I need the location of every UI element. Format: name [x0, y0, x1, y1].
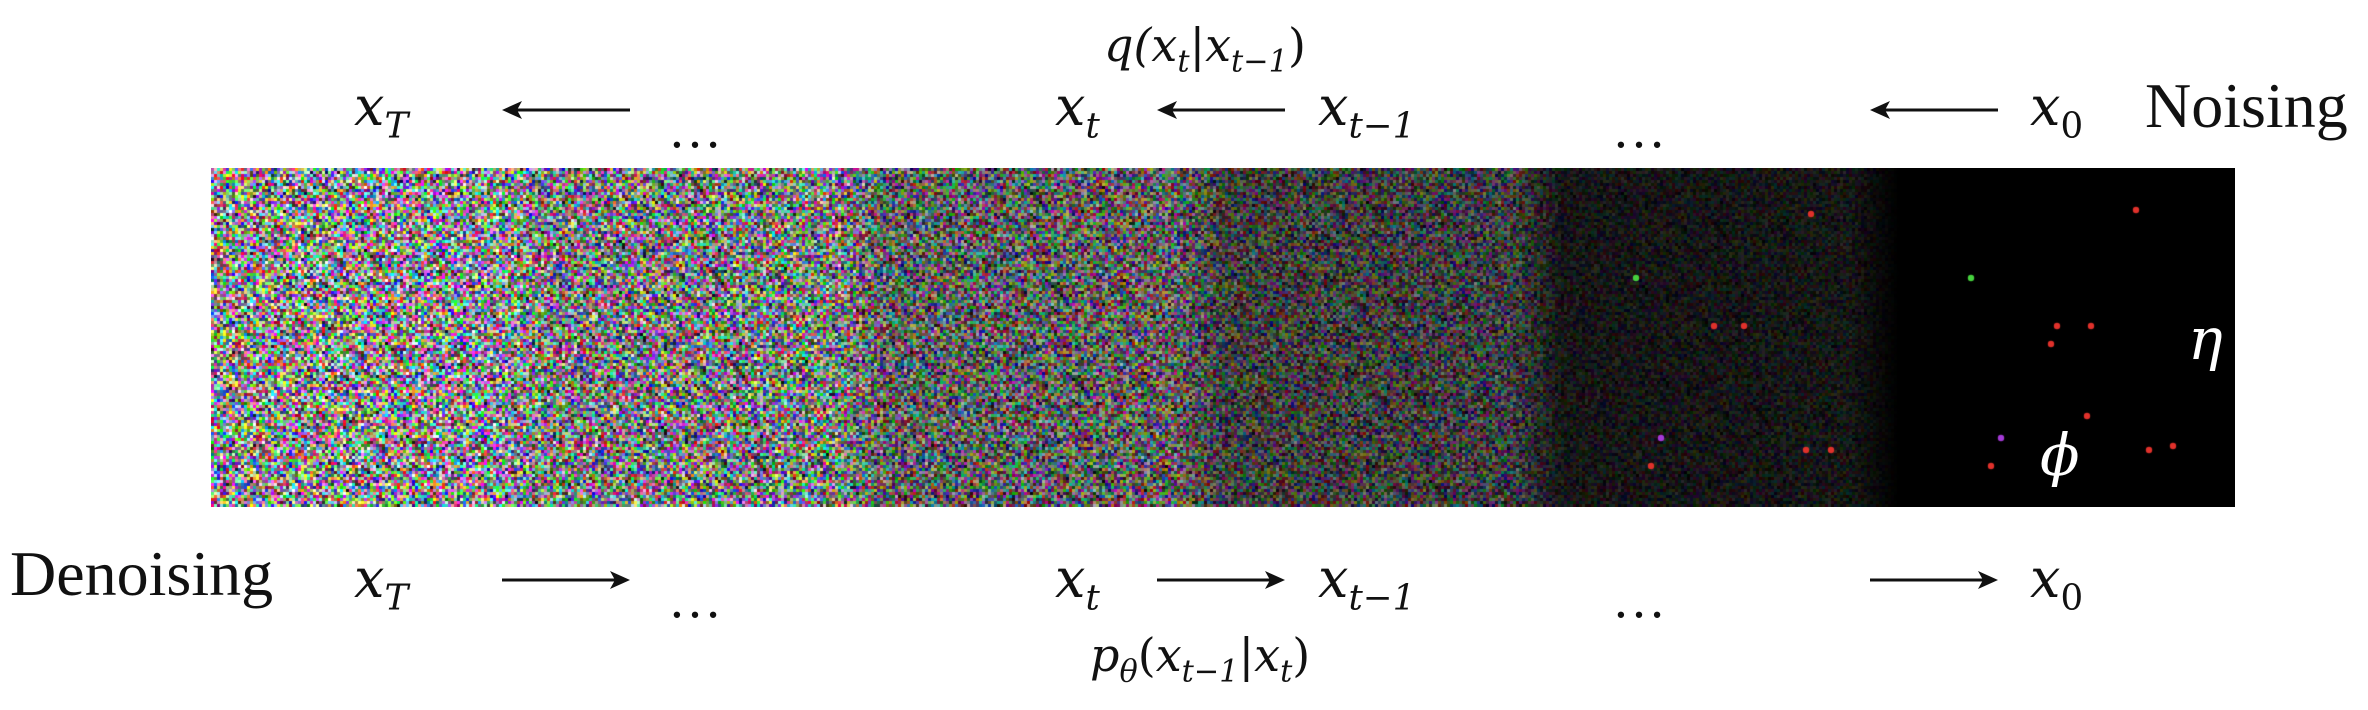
noising-ellipsis-2: …: [1612, 99, 1680, 159]
noising-transition-var: xt: [1151, 18, 1190, 80]
noising-transition-label: q(xt|xt−1): [1104, 18, 1306, 80]
denoising-state-xt: xt: [1055, 547, 1100, 619]
denoising-state-x0: x0: [2030, 547, 2084, 619]
denoising-state-xt-minus-1: xt−1: [1318, 547, 1416, 619]
noising-ellipsis-1: …: [668, 99, 736, 159]
noising-label: Noising: [2145, 70, 2348, 141]
noising-state-xt-minus-1: xt−1: [1318, 75, 1416, 147]
diffusion-noise-strip: [211, 168, 2235, 507]
denoising-transition-label: pθ(xt−1|xt): [1090, 628, 1311, 690]
noising-arrow-2: [1157, 101, 1285, 119]
eta-symbol: η: [2188, 305, 2223, 373]
denoising-arrow-2: [1157, 571, 1285, 589]
noising-state-x0: x0: [2030, 75, 2084, 147]
noising-state-xt: xt: [1055, 75, 1100, 147]
denoising-ellipsis-2: …: [1612, 569, 1680, 629]
denoising-state-xT: xT: [354, 547, 409, 619]
noising-arrow-3: [1870, 101, 1998, 119]
phi-symbol: ϕ: [2040, 421, 2080, 489]
denoising-ellipsis-1: …: [668, 569, 736, 629]
denoising-arrow-1: [502, 571, 630, 589]
denoising-arrow-3: [1870, 571, 1998, 589]
denoising-label: Denoising: [10, 538, 274, 609]
noising-state-xT: xT: [354, 75, 409, 147]
noising-arrow-1: [502, 101, 630, 119]
